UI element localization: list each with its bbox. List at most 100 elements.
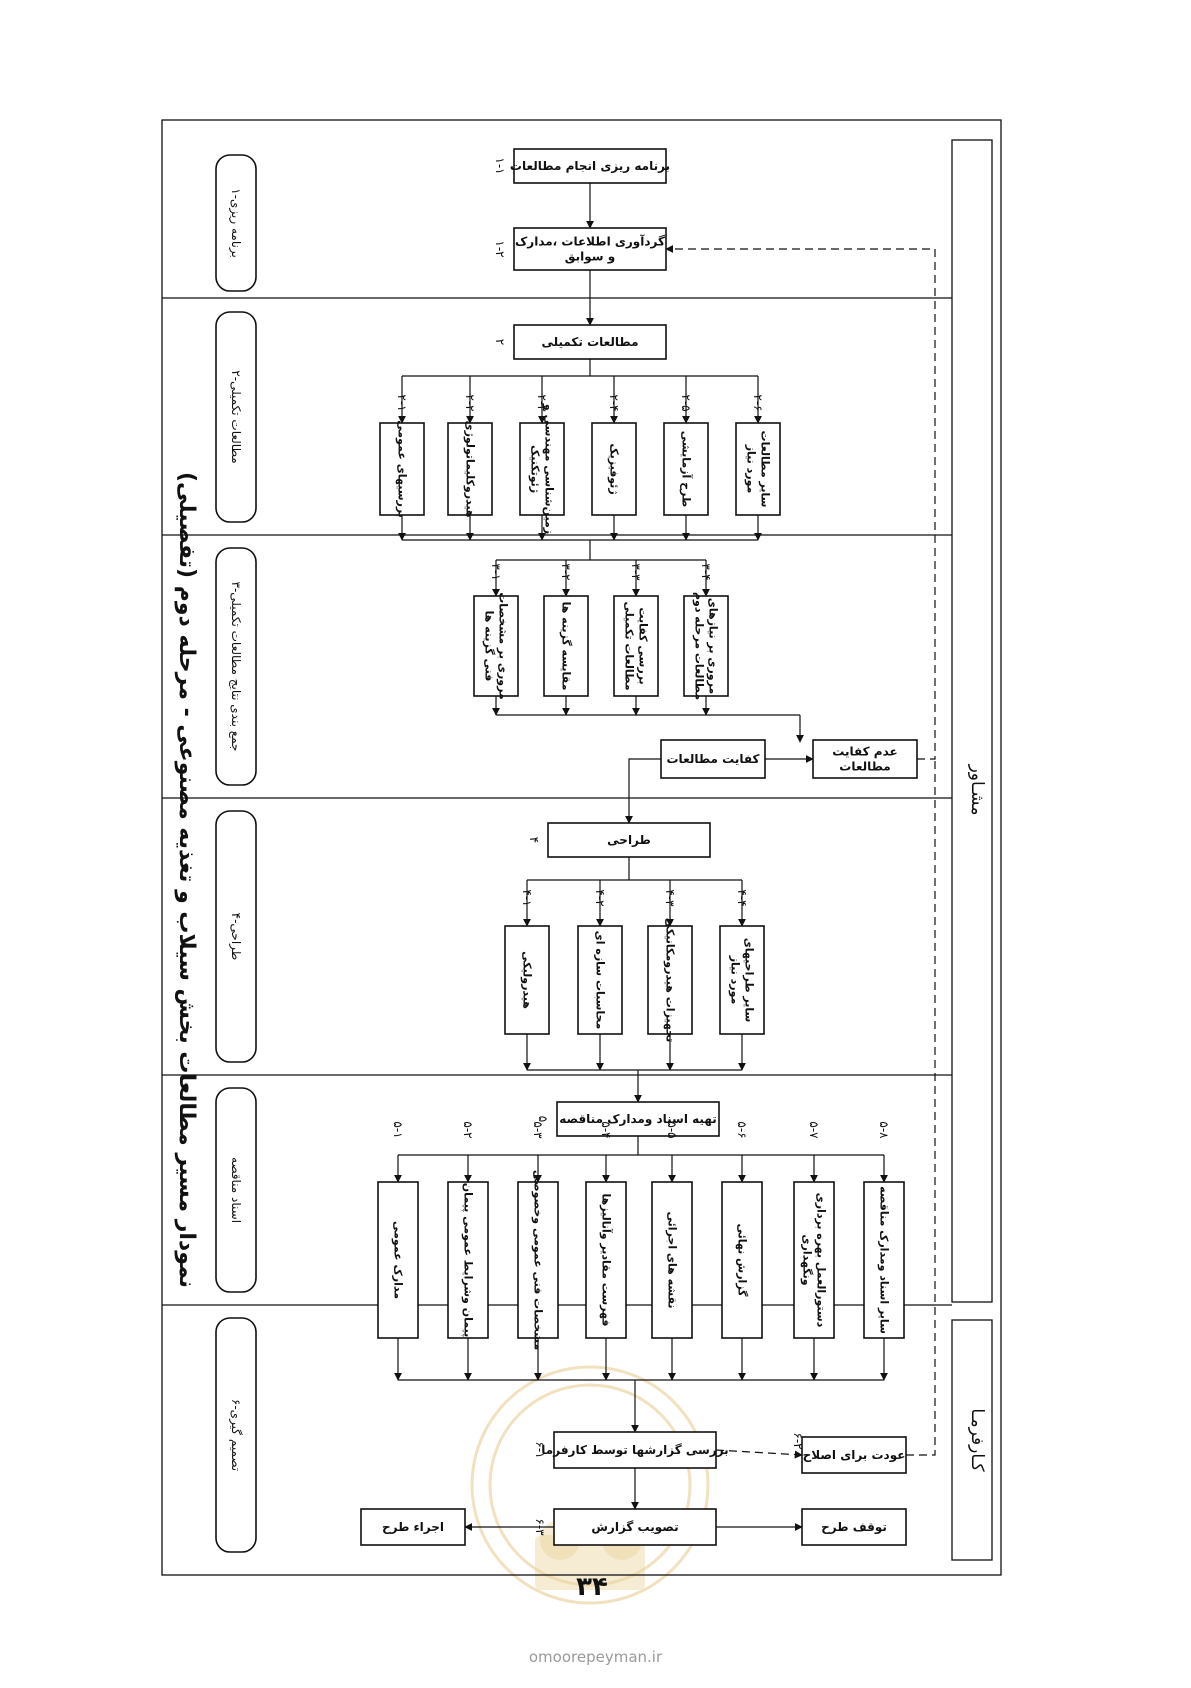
flow-node-n24: ژئوفیزیک ۲-۴ <box>591 394 637 516</box>
node-label: فهرست مقادیر وآنالیزها <box>600 1194 614 1327</box>
phase-label-box <box>215 154 257 292</box>
node-number: ۳-۲ <box>559 563 573 580</box>
phase-label-box <box>215 1317 257 1553</box>
node-label: مطالعات تکمیلی <box>623 601 636 690</box>
flow-node-nSuff: کفایت مطالعات <box>660 739 766 779</box>
node-box <box>585 1181 627 1339</box>
node-label: پیمان وشرایط عمومی پیمان <box>462 1183 475 1337</box>
node-number: ۵-۴ <box>599 1121 613 1138</box>
flow-node-n41: هیدرولیکی ۴-۱ <box>504 889 550 1035</box>
node-box <box>863 1181 905 1339</box>
node-box <box>513 324 667 360</box>
node-number: ۲ <box>493 339 507 345</box>
node-label: بررسی کفایت <box>637 607 650 684</box>
node-label: برنامه ریزی انجام مطالعات <box>510 159 670 174</box>
node-label: ژئوفیزیک <box>608 443 621 494</box>
arrow <box>665 245 936 760</box>
node-label: مروری بر مشخصات <box>497 592 510 700</box>
node-label: مورد نیاز <box>745 444 758 494</box>
node-box <box>719 925 765 1035</box>
flow-node-n56: گزارش نهائی ۵-۶ <box>721 1121 763 1339</box>
phase-labels: ۱-برنامه ریزی ۲-مطالعات تکمیلی ۳-جمع بندی … <box>215 154 257 1553</box>
node-label: توقف طرح <box>821 1520 887 1535</box>
employer-label: کـارفرمـا <box>967 1408 987 1472</box>
consultant-band <box>951 139 993 1303</box>
connector-line <box>906 759 936 1456</box>
node-number: ۲-۱ <box>395 394 409 411</box>
phase-label: ۱-برنامه ریزی <box>228 188 243 258</box>
node-label: هیدرولیکی <box>521 951 534 1009</box>
node-box <box>553 1508 717 1546</box>
phase-label-box <box>215 1087 257 1293</box>
node-label: بررسی گزارشها توسط کارفرما <box>541 1443 728 1458</box>
node-box <box>591 422 637 516</box>
employer-band <box>951 1319 993 1561</box>
flow-node-n42: محاسبات سازه ای۴-۲ <box>577 889 623 1035</box>
node-box <box>447 422 493 516</box>
node-label: ژئوتکنیک <box>529 445 542 493</box>
outer-frame <box>161 119 1002 1576</box>
node-number: ۲-۶ <box>751 394 765 411</box>
node-label: تهیه اسناد ومدارک مناقصه <box>559 1112 717 1127</box>
phase-label: ۳-جمع بندی نتایج مطالعات تکمیلی <box>229 582 243 752</box>
flow-node-nExec: اجراء طرح <box>360 1508 466 1546</box>
node-number: ۲-۲ <box>463 394 477 411</box>
node-box <box>663 422 709 516</box>
phase-label: ۶-تصمیم گیری <box>228 1399 243 1471</box>
node-number: ۴-۱ <box>520 889 534 906</box>
node-box <box>577 925 623 1035</box>
arrow <box>625 758 661 824</box>
node-number: ۲-۴ <box>607 394 621 411</box>
node-label: گردآوری اطلاعات ،مدارک <box>515 234 665 250</box>
node-box <box>547 822 711 858</box>
phase-label-box <box>215 311 257 523</box>
flow-node-n54: فهرست مقادیر وآنالیزها ۵-۴ <box>585 1121 627 1339</box>
phase-label-box <box>215 810 257 1063</box>
node-number: ۵-۵ <box>665 1121 679 1138</box>
node-label: مطالعات مرحله دوم <box>693 592 706 700</box>
node-number: ۳-۱ <box>489 563 503 580</box>
page-number: ۳۴ <box>576 1572 608 1602</box>
node-box <box>721 1181 763 1339</box>
node-box <box>683 595 729 697</box>
node-label: گزارش نهائی <box>736 1223 749 1297</box>
node-number: ۶-۱ <box>533 1441 547 1458</box>
node-box <box>513 148 667 184</box>
website-watermark: omoorepeyman.ir <box>528 1648 663 1666</box>
node-box <box>519 422 565 516</box>
phase-label: ۲-مطالعات تکمیلی <box>229 370 243 463</box>
node-box <box>379 422 425 516</box>
node-box <box>651 1181 693 1339</box>
node-box <box>473 595 519 697</box>
phase-label: اسناد مناقصه <box>229 1157 243 1223</box>
consultant-label: مشـاور <box>967 764 987 816</box>
node-label: مدارک عمومی <box>392 1221 405 1299</box>
node-label: کفایت مطالعات <box>667 752 760 766</box>
node-number: ۵-۶ <box>735 1121 749 1138</box>
arrow <box>715 1449 803 1459</box>
node-box <box>360 1508 466 1546</box>
diagram-title: نمودار مسیر مطالعات بخش سیلاب و تغذیه مص… <box>174 472 199 1288</box>
node-box <box>447 1181 489 1339</box>
node-box <box>517 1181 559 1339</box>
node-number: ۶-۲ <box>791 1432 805 1449</box>
node-number: ۵-۱ <box>391 1121 405 1138</box>
node-number: ۱-۱ <box>493 157 507 174</box>
